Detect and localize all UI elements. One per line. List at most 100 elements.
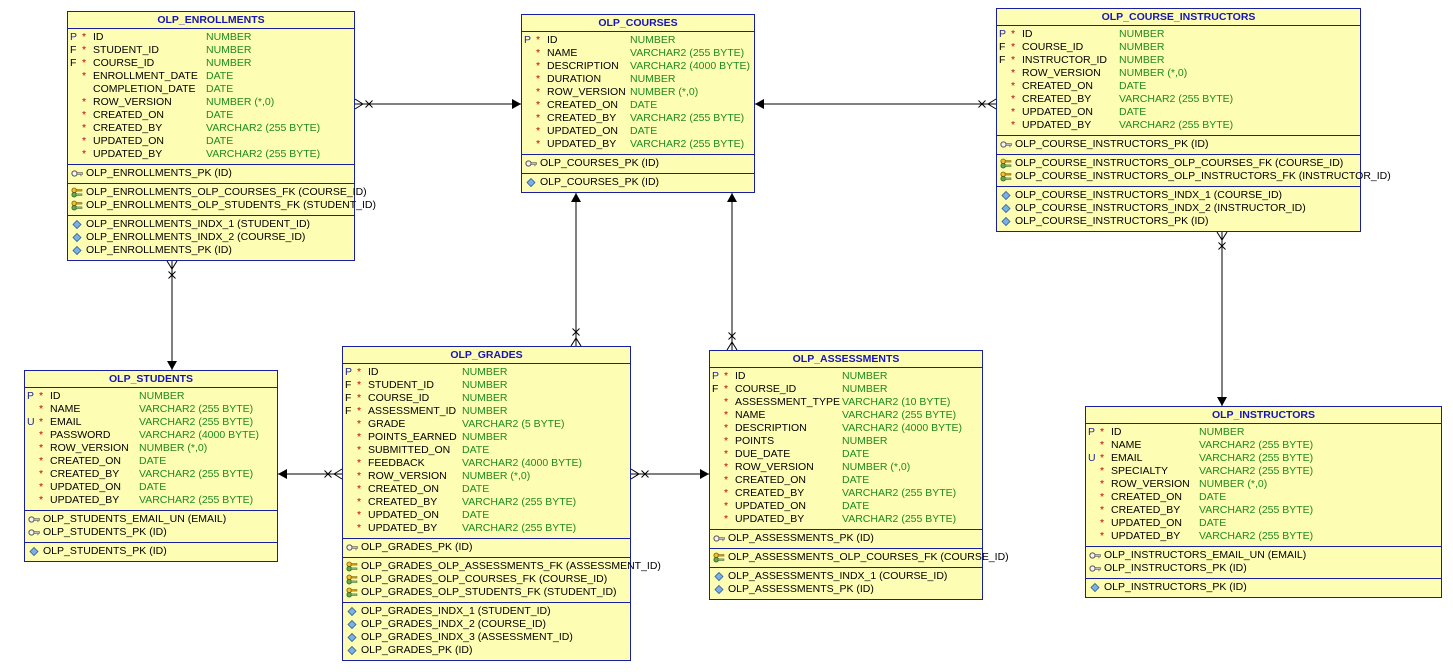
key-row[interactable]: OLP_COURSES_PK (ID)	[522, 157, 754, 170]
index-row[interactable]: OLP_ASSESSMENTS_PK (ID)	[710, 583, 982, 596]
index-row[interactable]: OLP_ENROLLMENTS_PK (ID)	[68, 244, 354, 257]
foreign-key-row[interactable]: OLP_ENROLLMENTS_OLP_STUDENTS_FK (STUDENT…	[68, 199, 376, 212]
foreign-key-row[interactable]: OLP_GRADES_OLP_STUDENTS_FK (STUDENT_ID)	[343, 586, 630, 599]
index-row[interactable]: OLP_GRADES_INDX_2 (COURSE_ID)	[343, 618, 630, 631]
index-row[interactable]: OLP_GRADES_INDX_1 (STUDENT_ID)	[343, 605, 630, 618]
index-row[interactable]: OLP_ASSESSMENTS_INDX_1 (COURSE_ID)	[710, 570, 982, 583]
index-row[interactable]: OLP_STUDENTS_PK (ID)	[25, 545, 277, 558]
index-row[interactable]: OLP_COURSES_PK (ID)	[522, 176, 754, 189]
index-row[interactable]: OLP_GRADES_PK (ID)	[343, 644, 630, 657]
foreign-key-row[interactable]: OLP_COURSE_INSTRUCTORS_OLP_INSTRUCTORS_F…	[997, 170, 1391, 183]
key-row[interactable]: OLP_ENROLLMENTS_PK (ID)	[68, 167, 354, 180]
foreign-key-row[interactable]: OLP_GRADES_OLP_ASSESSMENTS_FK (ASSESSMEN…	[343, 560, 661, 573]
key-row[interactable]: OLP_STUDENTS_EMAIL_UN (EMAIL)	[25, 513, 277, 526]
key-row[interactable]: OLP_ASSESSMENTS_PK (ID)	[710, 532, 982, 545]
index-row[interactable]: OLP_COURSE_INSTRUCTORS_INDX_2 (INSTRUCTO…	[997, 202, 1360, 215]
key-row[interactable]: OLP_STUDENTS_PK (ID)	[25, 526, 277, 539]
index-row[interactable]: OLP_ENROLLMENTS_INDX_1 (STUDENT_ID)	[68, 218, 354, 231]
foreign-key-row[interactable]: OLP_GRADES_OLP_COURSES_FK (COURSE_ID)	[343, 573, 630, 586]
key-row[interactable]: OLP_INSTRUCTORS_PK (ID)	[1086, 562, 1441, 575]
key-row[interactable]: OLP_INSTRUCTORS_EMAIL_UN (EMAIL)	[1086, 549, 1441, 562]
index-row[interactable]: OLP_COURSE_INSTRUCTORS_INDX_1 (COURSE_ID…	[997, 189, 1360, 202]
foreign-key-row[interactable]: OLP_COURSE_INSTRUCTORS_OLP_COURSES_FK (C…	[997, 157, 1360, 170]
key-row[interactable]: OLP_COURSE_INSTRUCTORS_PK (ID)	[997, 138, 1360, 151]
foreign-key-row[interactable]: OLP_ENROLLMENTS_OLP_COURSES_FK (COURSE_I…	[68, 186, 367, 199]
index-row[interactable]: OLP_COURSE_INSTRUCTORS_PK (ID)	[997, 215, 1360, 228]
index-row[interactable]: OLP_INSTRUCTORS_PK (ID)	[1086, 581, 1441, 594]
key-row[interactable]: OLP_GRADES_PK (ID)	[343, 541, 630, 554]
index-row[interactable]: OLP_GRADES_INDX_3 (ASSESSMENT_ID)	[343, 631, 630, 644]
foreign-key-row[interactable]: OLP_ASSESSMENTS_OLP_COURSES_FK (COURSE_I…	[710, 551, 1009, 564]
